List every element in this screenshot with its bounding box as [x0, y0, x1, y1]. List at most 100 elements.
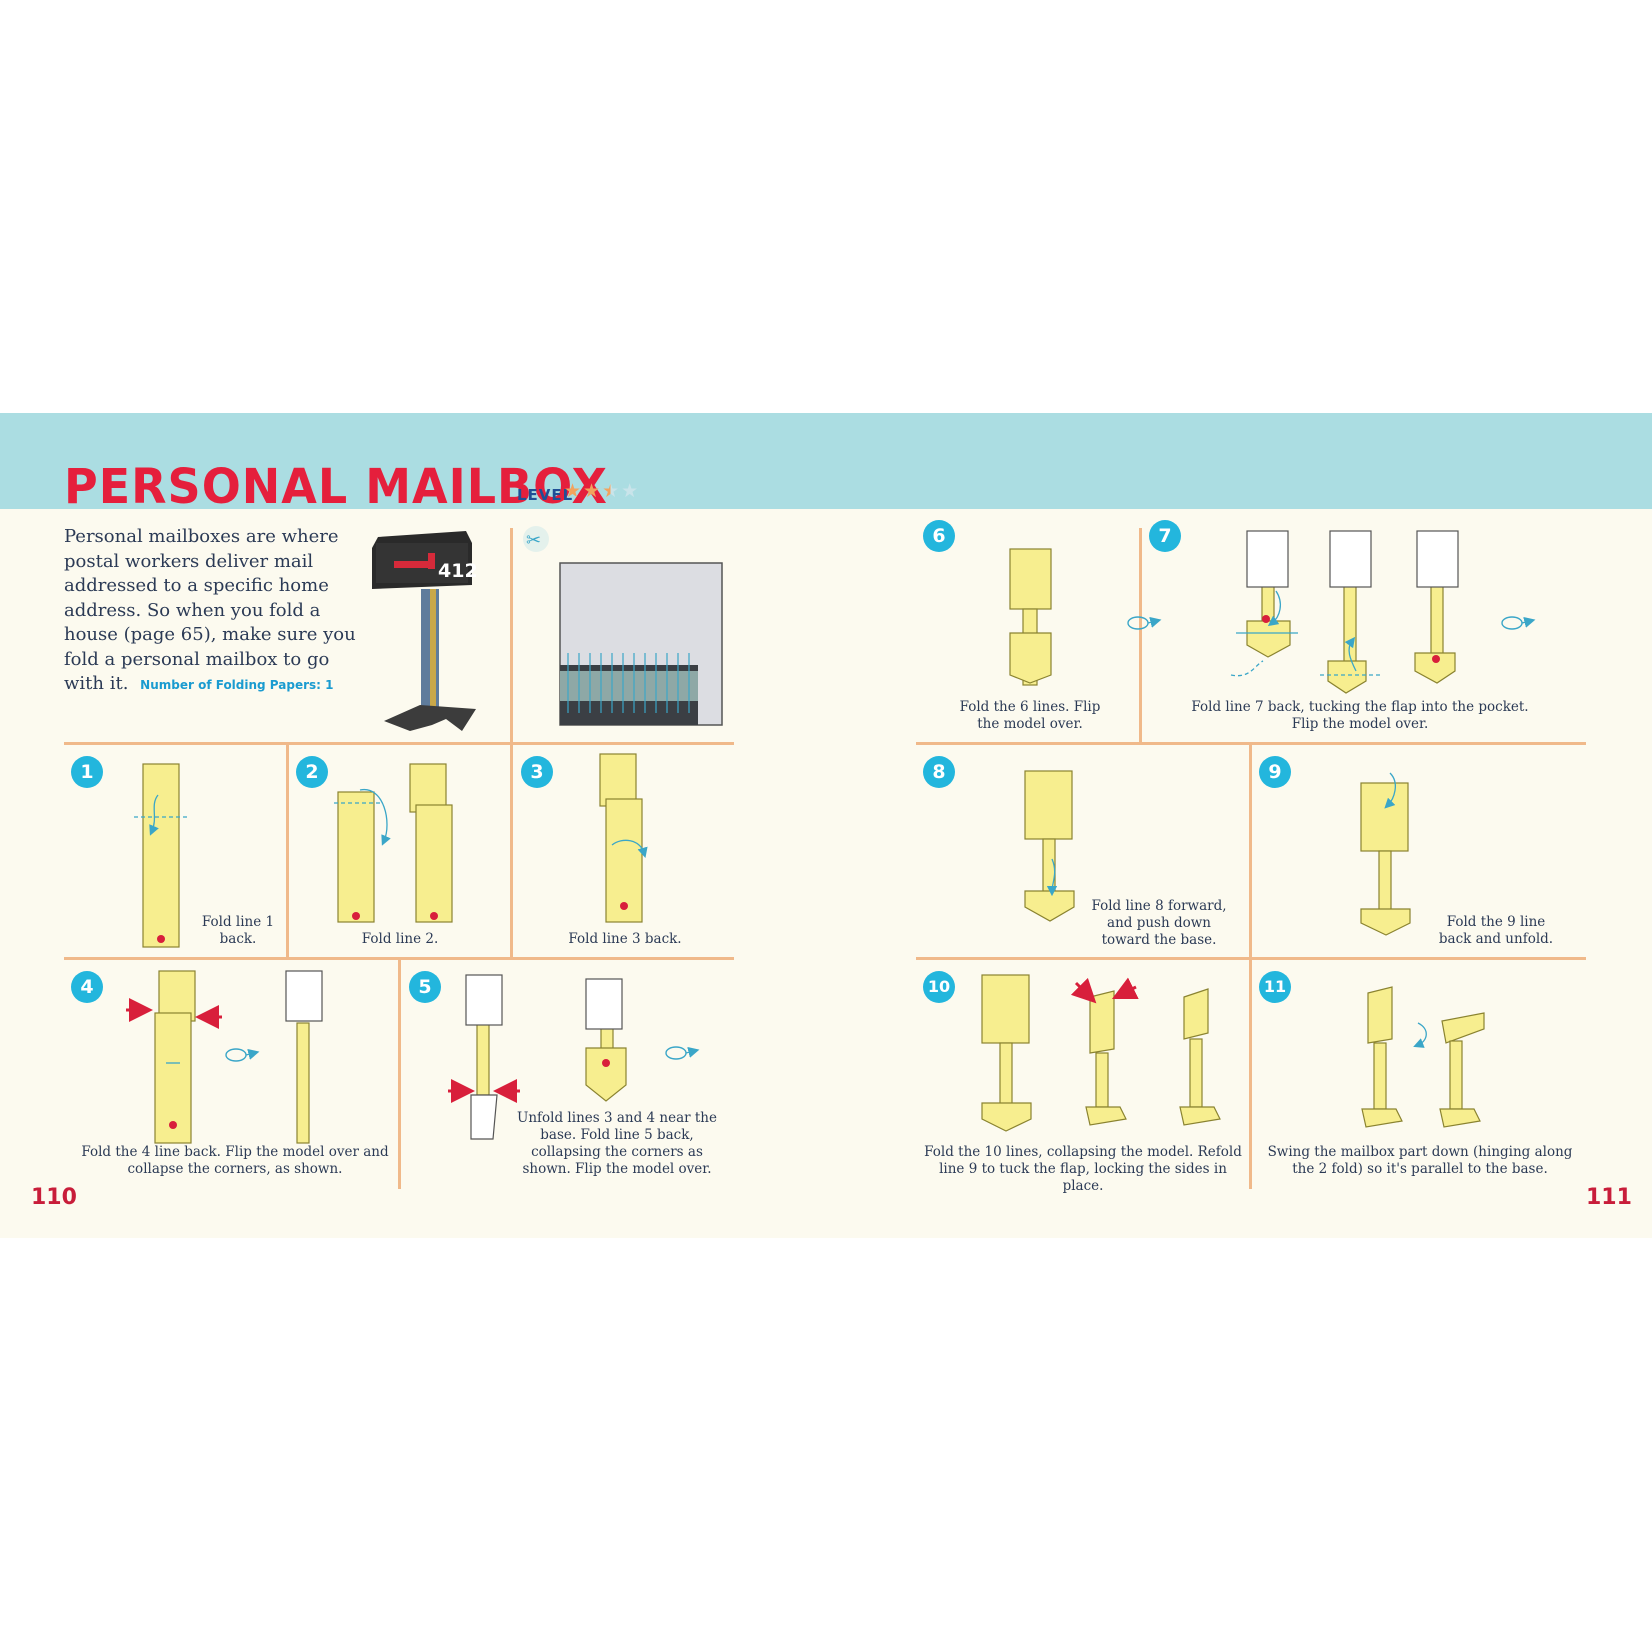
paper-strip [337, 791, 375, 923]
fold-arrow-icon [1384, 772, 1396, 809]
paper-base [1414, 652, 1456, 684]
divider [1139, 528, 1142, 742]
paper-base [1439, 1108, 1481, 1128]
level-label: LEVEL [517, 486, 574, 504]
paper-base [1024, 890, 1075, 922]
paper-strip [296, 1022, 310, 1144]
paper-base [981, 1102, 1032, 1132]
step-badge: 10 [923, 971, 955, 1003]
paper-strip [1024, 770, 1073, 840]
header-band [0, 413, 1652, 509]
paper-strip [1373, 1042, 1387, 1110]
step-caption: Fold line 3 back. [568, 931, 682, 947]
step-caption: Fold line 8 forward, and push down towar… [1091, 898, 1227, 948]
paper-base [1009, 632, 1052, 684]
step-badge: 11 [1259, 971, 1291, 1003]
step-badge: 3 [521, 756, 553, 788]
paper-strip [981, 974, 1030, 1044]
scissors-icon: ✂ [526, 530, 541, 551]
mailbox-number: 412 [438, 560, 478, 582]
paper-strip [1360, 782, 1409, 852]
paper-strip [999, 1042, 1013, 1108]
step-caption: Fold line 7 back, tucking the flap into … [1191, 699, 1529, 732]
paper-strip [142, 763, 180, 948]
step-caption: Unfold lines 3 and 4 near the base. Fold… [516, 1110, 717, 1177]
paper-box [1441, 1012, 1485, 1044]
paper-base [1085, 1106, 1127, 1126]
level-rating: ★ ★ ★ ★ [564, 482, 638, 501]
folding-papers-label: Number of Folding Papers: 1 [140, 678, 334, 692]
paper-strip [1378, 850, 1392, 912]
divider [286, 742, 289, 957]
paper-strip [1449, 1040, 1463, 1110]
paper-strip [1009, 548, 1052, 610]
step-badge: 4 [71, 971, 103, 1003]
fold-arrow-icon [1267, 590, 1282, 627]
step-badge: 1 [71, 756, 103, 788]
folding-diagrams: 412 ✂ [126, 526, 1536, 1144]
paper-strip [476, 1022, 490, 1096]
paper-strip [1095, 1052, 1109, 1108]
paper-white-base [470, 1094, 498, 1140]
paper-base [1360, 908, 1411, 936]
star-icon: ★ [621, 480, 639, 502]
paper-box [1089, 990, 1115, 1054]
paper-base [1179, 1106, 1221, 1126]
paper-strip [415, 804, 453, 923]
divider [1249, 742, 1252, 1189]
step-caption: Fold the 6 lines. Flip the model over. [959, 699, 1101, 732]
paper-strip [409, 763, 447, 813]
step-caption: Fold the 10 lines, collapsing the model.… [924, 1144, 1242, 1194]
paper-sheet-image: ✂ [523, 526, 723, 726]
fold-arrow-icon [1413, 1022, 1427, 1048]
step-caption: Fold line 2. [361, 931, 439, 947]
book-spread: PERSONAL MAILBOX LEVEL ★ ★ ★ ★ Personal … [0, 413, 1652, 1238]
fold-arrow-icon [149, 794, 159, 836]
paper-white-top [1416, 530, 1459, 588]
fold-line [1230, 660, 1264, 677]
divider [510, 528, 513, 957]
page-title: PERSONAL MAILBOX [64, 457, 609, 515]
paper-white-top [1246, 530, 1289, 588]
paper-white-top [1329, 530, 1372, 588]
divider [64, 742, 734, 745]
step-caption: Fold the 9 line back and unfold. [1438, 914, 1554, 947]
mailbox-photo: 412 [372, 531, 478, 731]
paper-base [1327, 660, 1367, 694]
step-badge: 8 [923, 756, 955, 788]
flip-over-icon [225, 616, 1536, 1062]
step-badge: 7 [1149, 520, 1181, 552]
step-badge: 2 [296, 756, 328, 788]
paper-box [1367, 986, 1393, 1044]
half-star-icon: ★ [602, 480, 620, 502]
paper-base [585, 1047, 627, 1102]
push-arrow-icon [126, 977, 1139, 1103]
paper-box [1183, 988, 1209, 1040]
paper-strip [605, 798, 643, 923]
divider [398, 957, 401, 1189]
intro-paragraph: Personal mailboxes are where postal work… [64, 526, 356, 694]
fold-arrow-icon [359, 789, 391, 846]
step-caption: Fold the 4 line back. Flip the model ove… [81, 1144, 389, 1177]
fold-arrow-icon [1344, 636, 1357, 672]
paper-base [1246, 620, 1291, 658]
intro-text: Personal mailboxes are where postal work… [64, 525, 364, 698]
paper-white-top [285, 970, 323, 1022]
step-caption: Fold line 1 back. [201, 914, 275, 947]
paper-strip [599, 753, 637, 807]
paper-strip [1189, 1038, 1203, 1108]
star-icon: ★ [583, 480, 601, 502]
page-number-right: 111 [1586, 1185, 1632, 1210]
step-badge: 5 [409, 971, 441, 1003]
paper-white-top [465, 974, 503, 1026]
marker-dot [157, 615, 1440, 1129]
page-number-left: 110 [31, 1185, 77, 1210]
fold-arrow-icon [1046, 858, 1058, 897]
step-badge: 9 [1259, 756, 1291, 788]
paper-white-top [585, 978, 623, 1030]
fold-arrow-icon [611, 839, 648, 858]
star-icon: ★ [564, 480, 582, 502]
paper-base [1361, 1108, 1403, 1128]
step-caption: Swing the mailbox part down (hinging alo… [1267, 1144, 1573, 1177]
step-badge: 6 [923, 520, 955, 552]
